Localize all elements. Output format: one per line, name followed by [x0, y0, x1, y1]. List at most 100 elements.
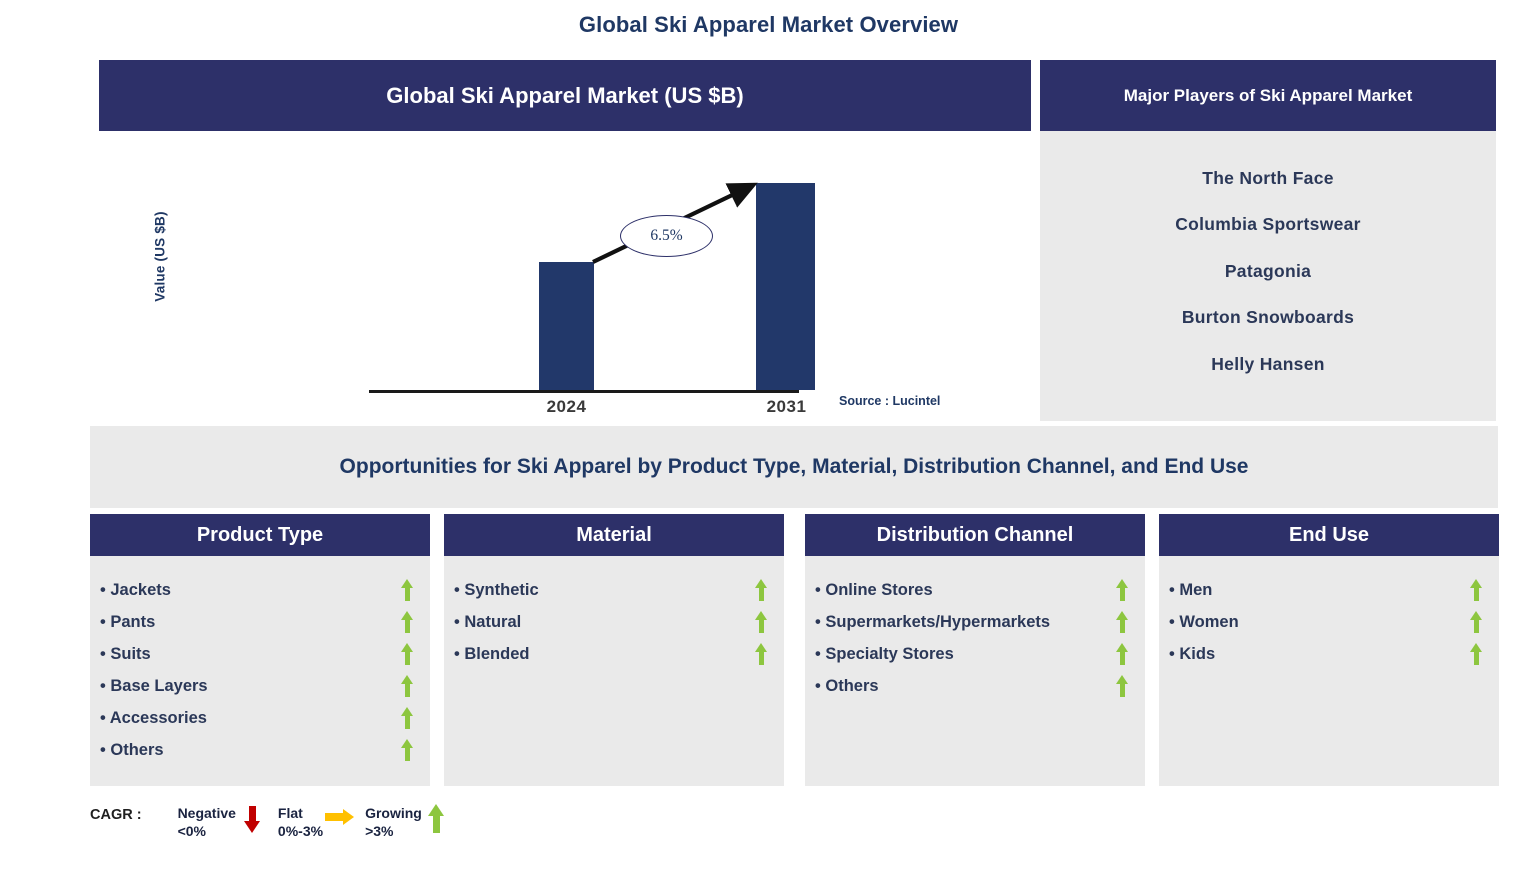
list-item-label: • Natural: [454, 612, 522, 631]
card-title: Distribution Channel: [876, 523, 1074, 546]
card-distribution-channel: Distribution Channel • Online Stores • S…: [805, 514, 1145, 786]
x-tick-2031: 2031: [766, 397, 807, 416]
source-note: Source : Lucintel: [839, 394, 941, 408]
list-item: • Online Stores: [815, 574, 1133, 606]
list-item-label: • Pants: [100, 612, 156, 631]
card-header: Material: [444, 514, 784, 556]
arrow-up-icon: [1470, 611, 1483, 633]
legend-item-name: Flat: [277, 805, 303, 821]
list-item: • Kids: [1169, 638, 1487, 670]
legend-item-name: Negative: [177, 805, 236, 821]
list-item: • Jackets: [100, 574, 418, 606]
legend-item-growing: Growing >3%: [365, 804, 456, 840]
list-item-label: • Others: [100, 740, 164, 759]
list-item-label: • Blended: [454, 644, 530, 663]
card-title: End Use: [1288, 523, 1370, 546]
card-product-type: Product Type • Jackets • Pants • Suits •…: [90, 514, 430, 786]
list-item: • Accessories: [100, 702, 418, 734]
list-item-label: • Base Layers: [100, 676, 208, 695]
arrow-up-icon: [1470, 579, 1483, 601]
opportunities-banner: Opportunities for Ski Apparel by Product…: [90, 426, 1498, 508]
players-panel-header-label: Major Players of Ski Apparel Market: [1123, 85, 1413, 105]
arrow-up-icon: [755, 579, 768, 601]
legend-item-flat: Flat 0%-3%: [278, 804, 357, 840]
arrow-up-icon: [1116, 675, 1129, 697]
list-item-label: • Suits: [100, 644, 151, 663]
list-item-label: • Kids: [1169, 644, 1216, 663]
arrow-up-icon: [755, 643, 768, 665]
list-item-label: • Supermarkets/Hypermarkets: [815, 612, 1051, 631]
arrow-up-icon: [1116, 611, 1129, 633]
list-item: • Specialty Stores: [815, 638, 1133, 670]
list-item: • Supermarkets/Hypermarkets: [815, 606, 1133, 638]
card-title: Product Type: [196, 523, 324, 546]
list-item-label: • Accessories: [100, 708, 207, 727]
arrow-up-icon: [401, 643, 414, 665]
bar-2031: [756, 183, 815, 390]
player-item: Burton Snowboards: [1181, 307, 1355, 327]
arrow-up-icon: [401, 579, 414, 601]
arrow-up-icon: [401, 675, 414, 697]
chart-panel-header: Global Ski Apparel Market (US $B): [99, 60, 1031, 131]
card-header: End Use: [1159, 514, 1499, 556]
list-item: • Women: [1169, 606, 1487, 638]
x-tick-2024: 2024: [546, 397, 587, 416]
card-body: • Jackets • Pants • Suits • Base Layers …: [90, 556, 430, 786]
list-item: • Pants: [100, 606, 418, 638]
list-item: • Blended: [454, 638, 772, 670]
list-item: • Others: [815, 670, 1133, 702]
arrow-up-icon: [401, 739, 414, 761]
legend-item-text: Growing >3%: [365, 804, 422, 840]
cagr-callout: 6.5%: [620, 215, 713, 257]
card-body: • Men • Women • Kids: [1159, 556, 1499, 786]
card-header: Product Type: [90, 514, 430, 556]
legend-item-text: Negative <0%: [178, 804, 236, 840]
legend-item-range: 0%-3%: [277, 823, 324, 839]
arrow-up-icon: [422, 804, 456, 840]
list-item: • Synthetic: [454, 574, 772, 606]
cagr-legend: CAGR : Negative <0% Flat 0%-3% Growing >…: [90, 804, 464, 840]
legend-item-text: Flat 0%-3%: [278, 804, 323, 840]
players-panel-body: The North Face Columbia Sportswear Patag…: [1040, 131, 1496, 421]
card-body: • Online Stores • Supermarkets/Hypermark…: [805, 556, 1145, 786]
list-item-label: • Online Stores: [815, 580, 933, 599]
chart-panel-header-label: Global Ski Apparel Market (US $B): [386, 82, 744, 108]
card-material: Material • Synthetic • Natural • Blended: [444, 514, 784, 786]
arrow-up-icon: [1470, 643, 1483, 665]
arrow-up-icon: [755, 611, 768, 633]
card-title: Material: [576, 523, 652, 546]
legend-item-name: Growing: [365, 805, 422, 821]
list-item: • Suits: [100, 638, 418, 670]
arrow-up-icon: [1116, 579, 1129, 601]
list-item-label: • Women: [1169, 612, 1239, 631]
arrow-up-icon: [401, 707, 414, 729]
player-item: Patagonia: [1224, 260, 1312, 281]
arrow-down-icon: [236, 804, 270, 840]
page-title: Global Ski Apparel Market Overview: [578, 12, 959, 37]
list-item: • Base Layers: [100, 670, 418, 702]
card-end-use: End Use • Men • Women • Kids: [1159, 514, 1499, 786]
card-body: • Synthetic • Natural • Blended: [444, 556, 784, 786]
player-item: Columbia Sportswear: [1175, 214, 1361, 234]
chart-panel-body: Value (US $B) 6.5% 2024 2031 Source : Lu…: [99, 131, 1031, 421]
bar-2024: [539, 262, 594, 390]
legend-item-range: <0%: [177, 823, 206, 839]
category-cards: Product Type • Jackets • Pants • Suits •…: [0, 514, 1537, 786]
bar-chart: Value (US $B) 6.5% 2024 2031 Source : Lu…: [99, 131, 1031, 421]
opportunities-banner-label: Opportunities for Ski Apparel by Product…: [339, 455, 1249, 478]
players-panel-header: Major Players of Ski Apparel Market: [1040, 60, 1496, 131]
arrow-up-icon: [401, 611, 414, 633]
list-item-label: • Specialty Stores: [815, 644, 954, 663]
x-axis-line: [369, 390, 799, 393]
list-item-label: • Others: [815, 676, 879, 695]
card-header: Distribution Channel: [805, 514, 1145, 556]
legend-item-range: >3%: [365, 823, 394, 839]
legend-item-negative: Negative <0%: [178, 804, 270, 840]
list-item-label: • Synthetic: [454, 580, 539, 599]
player-item: Helly Hansen: [1211, 353, 1325, 374]
list-item-label: • Jackets: [100, 580, 171, 599]
list-item-label: • Men: [1169, 580, 1213, 599]
list-item: • Others: [100, 734, 418, 766]
player-item: The North Face: [1202, 167, 1334, 188]
